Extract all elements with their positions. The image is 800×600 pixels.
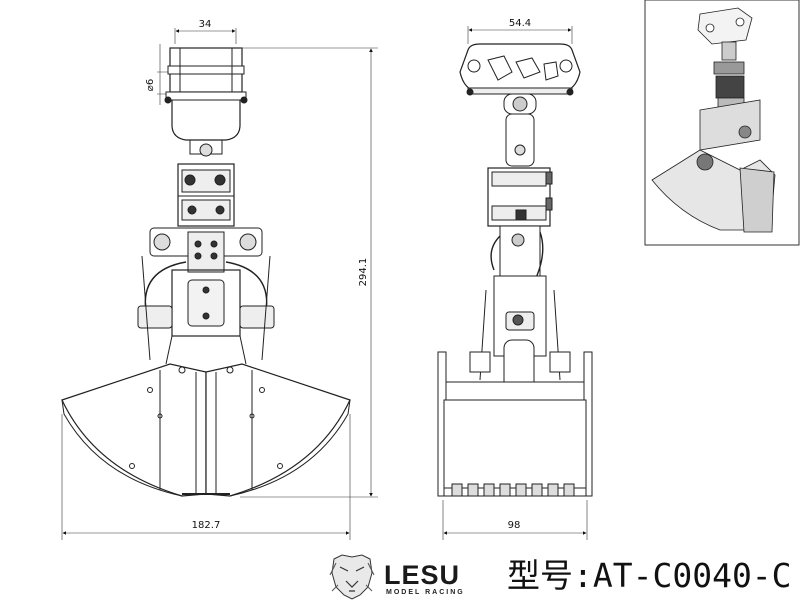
front-view [61, 28, 378, 540]
dim-label-side-top: 54.4 [509, 18, 531, 29]
brand-tagline: MODEL RACING [386, 589, 465, 596]
dim-front-top-width [174, 28, 237, 44]
dim-label-front-top: 34 [199, 19, 212, 30]
brand-name: LESU [384, 560, 461, 590]
dim-label-overall-height: 294.1 [358, 258, 369, 287]
dim-label-side-bucket-width: 98 [508, 520, 521, 531]
dim-label-pin-diameter: ⌀6 [145, 79, 156, 91]
side-view [437, 26, 593, 540]
isometric-preview [644, 0, 800, 246]
model-number: 型号:AT-C0040-C [507, 556, 792, 595]
lion-head-icon [329, 554, 375, 600]
dim-label-front-open-width: 182.7 [192, 520, 221, 531]
